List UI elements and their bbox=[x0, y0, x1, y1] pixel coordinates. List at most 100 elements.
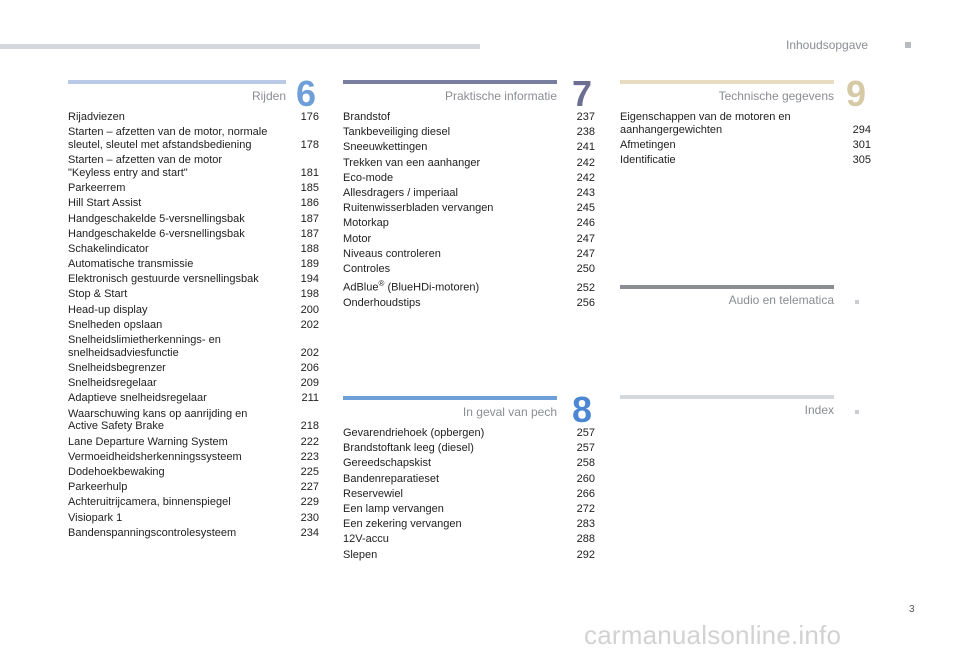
toc-entry[interactable]: Elektronisch gestuurde versnellingsbak 19… bbox=[68, 273, 319, 286]
toc-entry-page: 178 bbox=[300, 138, 319, 151]
section-audio-header[interactable]: Audio en telematica bbox=[620, 285, 834, 313]
toc-entry-page: 288 bbox=[576, 533, 595, 546]
toc-entry-label: Starten – afzetten van de motor "Keyless… bbox=[68, 154, 223, 179]
toc-entry-label: AdBlue® (BlueHDi-motoren) bbox=[343, 279, 480, 294]
toc-entry[interactable]: Automatische transmissie 189 bbox=[68, 258, 319, 271]
section-technisch-header[interactable]: Technische gegevens bbox=[620, 80, 834, 108]
toc-entry[interactable]: Dodehoekbewaking 225 bbox=[68, 466, 319, 479]
toc-entry-page: 242 bbox=[576, 171, 595, 184]
toc-entry-label: Controles bbox=[343, 262, 391, 275]
top-decor-bar bbox=[0, 44, 480, 49]
section-audio-marker bbox=[855, 300, 859, 304]
toc-entry-label: Trekken van een aanhanger bbox=[343, 156, 481, 169]
page-number: 3 bbox=[909, 604, 915, 615]
toc-entry-page: 238 bbox=[576, 126, 595, 139]
section-pech-header[interactable]: In geval van pech bbox=[343, 396, 557, 424]
section-rijden-header[interactable]: Rijden bbox=[68, 80, 286, 108]
section-index-header[interactable]: Index bbox=[620, 395, 834, 423]
toc-entry-label: Gevarendriehoek (opbergen) bbox=[343, 427, 485, 439]
toc-entry-page: 294 bbox=[852, 123, 871, 136]
toc-entry-label: Allesdragers / imperiaal bbox=[343, 186, 458, 199]
section-praktisch-header[interactable]: Praktische informatie bbox=[343, 80, 557, 108]
toc-entry-page: 245 bbox=[576, 202, 595, 215]
section-title: Praktische informatie bbox=[444, 89, 557, 103]
toc-entry[interactable]: Gevarendriehoek (opbergen)257 bbox=[343, 427, 595, 440]
toc-entry-label: Een zekering vervangen bbox=[343, 518, 462, 531]
section-color-bar bbox=[343, 396, 557, 400]
toc-entry-label: Waarschuwing kans op aanrijding en Activ… bbox=[68, 407, 248, 433]
toc-entry[interactable]: Waarschuwing kans op aanrijding en Activ… bbox=[68, 408, 319, 434]
toc-entry-label: Automatische transmissie bbox=[68, 258, 194, 271]
toc-entry[interactable]: Stop & Start 198 bbox=[68, 288, 319, 301]
toc-entry-page: 200 bbox=[300, 303, 319, 316]
toc-entry-label: Elektronisch gestuurde versnellingsbak bbox=[68, 273, 259, 286]
toc-entry-page: 247 bbox=[576, 247, 595, 260]
toc-entry-page: 218 bbox=[300, 420, 319, 433]
toc-entry-page: 194 bbox=[300, 273, 319, 286]
toc-entry-page: 186 bbox=[300, 197, 319, 210]
toc-entry-page: 243 bbox=[576, 186, 595, 199]
toc-entry-label: Gereedschapskist bbox=[343, 457, 432, 470]
toc-entry-page: 225 bbox=[300, 465, 319, 478]
toc-entry-label: 12V-accu bbox=[343, 533, 389, 546]
toc-entry[interactable]: Eigenschappen van de motoren en aanhange… bbox=[620, 111, 871, 137]
toc-entry-page: 181 bbox=[300, 166, 319, 179]
toc-entry-page: 189 bbox=[300, 258, 319, 271]
toc-entry[interactable]: AdBlue® (BlueHDi-motoren) 252 bbox=[343, 278, 595, 294]
toc-entry-page: 252 bbox=[576, 281, 595, 294]
toc-entry-label: Dodehoekbewaking bbox=[68, 465, 165, 478]
toc-entry[interactable]: 12V-accu 288 bbox=[343, 533, 595, 546]
toc-entry[interactable]: Starten – afzetten van de motor "Keyless… bbox=[68, 154, 319, 180]
toc-entry-label: Stop & Start bbox=[68, 288, 128, 301]
toc-entry-page: 234 bbox=[300, 526, 319, 539]
toc-entry[interactable]: Allesdragers / imperiaal 243 bbox=[343, 187, 595, 200]
toc-entry[interactable]: Brandstoftank leeg (diesel)257 bbox=[343, 442, 595, 455]
chapter-number: 9 bbox=[846, 73, 867, 114]
section-color-bar bbox=[620, 285, 834, 289]
toc-entry-page: 198 bbox=[300, 288, 319, 301]
toc-entry[interactable]: Snelheidslimietherkennings- en snelheids… bbox=[68, 334, 319, 360]
toc-entry-page: 241 bbox=[576, 141, 595, 154]
toc-entry-label: Starten – afzetten van de motor, normale… bbox=[68, 126, 268, 151]
toc-entry-label: Parkeerhulp bbox=[68, 481, 128, 494]
toc-entry[interactable]: Starten – afzetten van de motor, normale… bbox=[68, 126, 319, 152]
toc-entry-label: Identificatie bbox=[620, 154, 676, 167]
